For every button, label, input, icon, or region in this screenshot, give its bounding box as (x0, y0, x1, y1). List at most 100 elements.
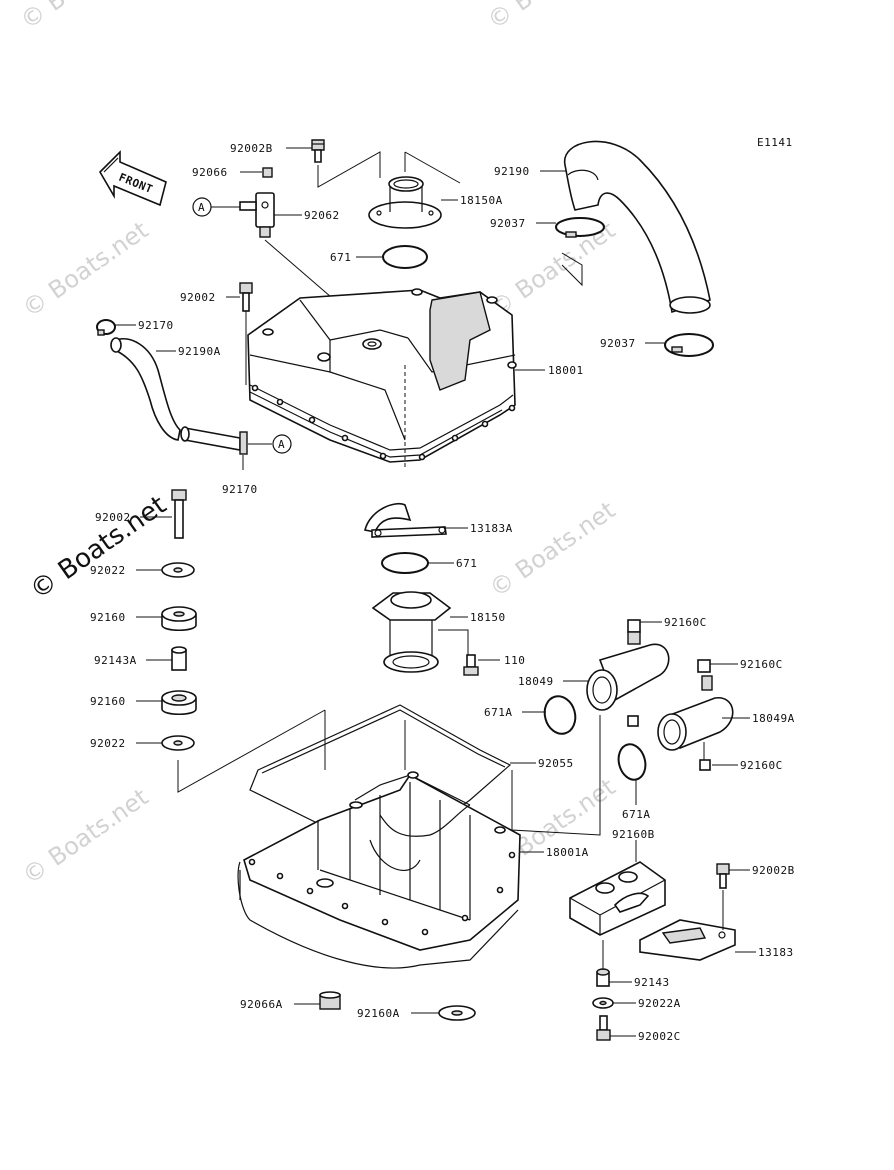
label-110: 110 (478, 654, 525, 667)
nipple-92170-lower (239, 431, 248, 470)
collar-92143 (596, 940, 610, 987)
svg-text:92066A: 92066A (240, 998, 283, 1011)
svg-text:671: 671 (456, 557, 477, 570)
label-92002b-top: 92002B (230, 142, 312, 155)
svg-text:A: A (278, 438, 285, 451)
svg-text:18150A: 18150A (460, 194, 503, 207)
o-ring-671-top (382, 245, 428, 269)
clamp-92037-upper (555, 217, 605, 238)
svg-text:92002C: 92002C (638, 1030, 681, 1043)
front-arrow: FRONT (98, 150, 167, 207)
svg-text:92037: 92037 (490, 217, 526, 230)
callout-a-top: A (192, 197, 240, 217)
svg-text:92002B: 92002B (230, 142, 273, 155)
label-92066a: 92066A (240, 998, 320, 1011)
svg-text:92160: 92160 (90, 695, 126, 708)
svg-text:92160B: 92160B (612, 828, 655, 841)
duct-18150a (368, 176, 442, 229)
label-92143: 92143 (609, 976, 670, 989)
gasket-92055 (249, 704, 512, 851)
svg-text:92002B: 92002B (752, 864, 795, 877)
svg-text:92002: 92002 (180, 291, 216, 304)
mount-92160-top (161, 606, 197, 632)
plug-92066 (262, 167, 273, 178)
o-ring-671a-left (543, 695, 577, 735)
label-18150a: 18150A (441, 194, 503, 207)
label-92037-upper: 92037 (490, 217, 556, 230)
label-92002b-right: 92002B (729, 864, 795, 877)
svg-text:13183: 13183 (758, 946, 794, 959)
hose-92190 (564, 140, 711, 314)
tube-18049a (657, 659, 734, 771)
label-18001: 18001 (515, 364, 584, 377)
label-92022-lower: 92022 (90, 737, 162, 750)
svg-text:92170: 92170 (222, 483, 258, 496)
svg-text:92037: 92037 (600, 337, 636, 350)
bolt-92002-left (171, 489, 187, 539)
o-ring-671a-lower (617, 743, 647, 781)
label-92160-top: 92160 (90, 611, 162, 624)
label-18150: 18150 (450, 611, 506, 624)
label-18049: 18049 (518, 675, 588, 688)
svg-text:92143A: 92143A (94, 654, 137, 667)
mount-92160-lower (161, 690, 197, 716)
svg-text:92062: 92062 (304, 209, 340, 222)
svg-text:92160A: 92160A (357, 1007, 400, 1020)
svg-text:18150: 18150 (470, 611, 506, 624)
svg-text:92143: 92143 (634, 976, 670, 989)
label-92160c-2: 92160C (710, 658, 782, 671)
watermark: © Boats.net (17, 783, 153, 890)
label-92160c-3: 92160C (712, 759, 783, 772)
svg-text:92055: 92055 (538, 757, 574, 770)
label-92022a: 92022A (613, 997, 680, 1010)
label-92037-lower: 92037 (600, 337, 666, 350)
bolt-92002b-top (311, 139, 325, 163)
svg-text:92170: 92170 (138, 319, 174, 332)
label-92160a: 92160A (357, 1007, 439, 1020)
svg-text:13183A: 13183A (470, 522, 513, 535)
cover-18001 (247, 288, 517, 470)
svg-text:18001: 18001 (548, 364, 584, 377)
svg-text:92190A: 92190A (178, 345, 221, 358)
duct-18150 (371, 591, 469, 673)
label-92143a: 92143A (94, 654, 172, 667)
svg-text:92160C: 92160C (740, 759, 783, 772)
label-92160c-1: 92160C (640, 616, 707, 629)
svg-text:18001A: 18001A (546, 846, 589, 859)
watermark: © Boats.net (484, 496, 620, 603)
label-92170-upper: 92170 (115, 319, 174, 332)
washer-92160a (438, 1005, 476, 1021)
label-92160-lower: 92160 (90, 695, 162, 708)
collar-92143a (171, 646, 187, 671)
watermark: © Boats.net (482, 0, 618, 35)
case-18001a (237, 771, 521, 969)
svg-text:92160: 92160 (90, 611, 126, 624)
watermarks: © Boats.net © Boats.net © Boats.net © Bo… (15, 0, 620, 890)
label-671-top: 671 (330, 251, 383, 264)
watermark: © Boats.net (17, 216, 153, 323)
o-ring-671-mid (381, 552, 429, 574)
fitting-92062 (239, 192, 275, 238)
svg-text:92190: 92190 (494, 165, 530, 178)
bolt-110 (463, 654, 479, 676)
washer-92022-top (161, 562, 195, 578)
bracket-13183a (364, 503, 447, 538)
label-18049a: 18049A (722, 712, 794, 725)
label-92190: 92190 (494, 165, 566, 178)
label-13183: 13183 (735, 946, 794, 959)
svg-text:671: 671 (330, 251, 351, 264)
svg-text:A: A (198, 201, 205, 214)
label-92002-left: 92002 (95, 511, 172, 524)
tube-18049 (586, 619, 670, 727)
holder-92160b (569, 861, 666, 936)
label-671a-lower: 671A (622, 780, 650, 821)
svg-text:92066: 92066 (192, 166, 228, 179)
label-92002-upper: 92002 (180, 291, 240, 304)
clamp-92170-upper (96, 319, 116, 336)
svg-text:92160C: 92160C (664, 616, 707, 629)
bolt-92002-upper (239, 282, 253, 385)
svg-text:92022: 92022 (90, 564, 126, 577)
label-92022-top: 92022 (90, 564, 162, 577)
